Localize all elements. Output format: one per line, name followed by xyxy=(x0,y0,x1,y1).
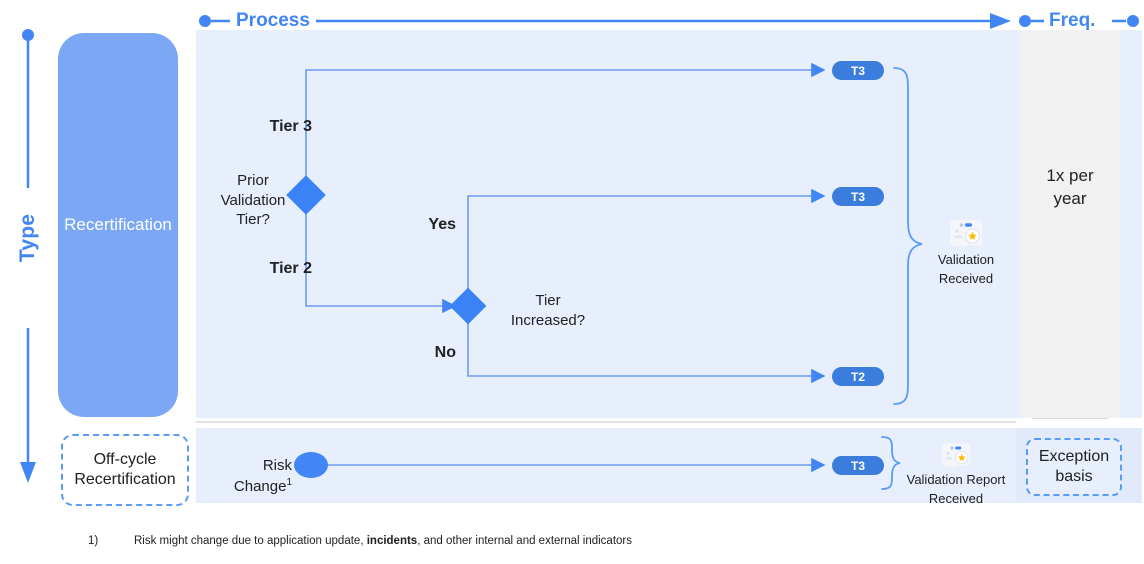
award-badge-icon xyxy=(941,443,971,469)
arrow-down-icon xyxy=(20,462,36,483)
exception-line-2: basis xyxy=(1055,468,1093,485)
branch-label-no: No xyxy=(434,344,456,361)
freq-value-offcycle[interactable]: Exception basis xyxy=(1026,438,1122,496)
type-block-offcycle-label: Off-cycle Recertification xyxy=(74,450,175,490)
dot-marker-icon xyxy=(1127,15,1139,27)
freq-value-recertification: 1x per year xyxy=(1020,165,1120,211)
freq-axis-header: Freq. xyxy=(1016,8,1142,34)
type-axis-line xyxy=(20,29,36,483)
footnote-text-before: Risk might change due to application upd… xyxy=(134,535,367,547)
type-axis: Type xyxy=(8,28,48,490)
dot-marker-icon xyxy=(22,29,34,41)
exception-line-1: Exception xyxy=(1038,448,1110,465)
offcycle-line-2: Recertification xyxy=(74,471,176,488)
svg-text:T2: T2 xyxy=(851,370,865,384)
branch-label-tier3: Tier 3 xyxy=(269,118,312,135)
pill-t3-graphic: T3 xyxy=(832,456,884,475)
footnote-text-bold: incidents xyxy=(366,535,418,547)
freq-axis-graphic xyxy=(1019,15,1139,27)
panel-divider xyxy=(196,421,1016,423)
freq-year-line-2: year xyxy=(1053,188,1087,208)
outcome-pill-tier2-unchanged[interactable]: T2 xyxy=(832,367,884,391)
endpoint-validation-received: Validation Received xyxy=(916,216,1016,288)
process-axis-header: Process xyxy=(196,8,1016,34)
risk-change-text: Risk Change xyxy=(233,457,292,495)
endpoint-validation-report-received: Validation Report Received xyxy=(898,440,1014,508)
exception-basis-label: Exception basis xyxy=(1039,447,1109,487)
endpoint-report-line-1: Validation Report xyxy=(906,472,1006,487)
branch-label-tier2: Tier 2 xyxy=(269,260,312,277)
dot-marker-icon xyxy=(199,15,211,27)
svg-text:T3: T3 xyxy=(851,459,865,473)
award-badge-icon xyxy=(950,220,982,248)
prior-line-3: Tier? xyxy=(236,211,270,228)
prior-line-2: Validation xyxy=(220,191,286,209)
decision-label-prior-validation-tier: Prior Validation Tier? xyxy=(212,171,294,230)
endpoint-validation-line-2: Received xyxy=(938,270,994,286)
freq-axis-label: Freq. xyxy=(1049,10,1096,31)
arrow-right-icon xyxy=(990,13,1011,29)
freq-divider xyxy=(1032,418,1108,419)
type-block-recertification[interactable]: Recertification xyxy=(58,33,178,417)
start-node-label: Risk Change1 xyxy=(206,456,292,496)
endpoint-report-line-2: Received xyxy=(928,490,984,506)
footnote-number: 1) xyxy=(88,535,99,547)
type-block-recertification-label: Recertification xyxy=(64,214,172,234)
outcome-pill-tier3-offcycle[interactable]: T3 xyxy=(832,456,884,480)
outcome-pill-tier3-direct[interactable]: T3 xyxy=(832,61,884,85)
pill-t3-graphic: T3 xyxy=(832,61,884,80)
process-axis-label: Process xyxy=(236,10,310,31)
tier-inc-line-2: Increased? xyxy=(510,311,586,329)
footnote: 1) Risk might change due to application u… xyxy=(88,535,988,547)
branch-label-yes: Yes xyxy=(428,216,456,233)
process-panel-recertification xyxy=(196,30,1016,418)
svg-text:T3: T3 xyxy=(851,64,865,78)
pill-t3-graphic: T3 xyxy=(832,187,884,206)
pill-t2-graphic: T2 xyxy=(832,367,884,386)
freq-year-line-1: 1x per xyxy=(1046,166,1094,185)
offcycle-line-1: Off-cycle xyxy=(93,451,157,468)
dot-marker-icon xyxy=(1019,15,1031,27)
footnote-text-after: , and other internal and external indica… xyxy=(417,535,633,547)
risk-change-footnote-marker: 1 xyxy=(286,476,292,488)
endpoint-validation-line-1: Validation xyxy=(937,252,995,267)
type-block-offcycle-recertification[interactable]: Off-cycle Recertification xyxy=(61,434,189,506)
prior-line-1: Prior xyxy=(237,172,269,189)
type-axis-label: Type xyxy=(16,213,39,263)
svg-text:T3: T3 xyxy=(851,190,865,204)
freq-gray-block xyxy=(1020,30,1120,418)
tier-inc-line-1: Tier xyxy=(535,292,561,309)
process-axis-graphic xyxy=(199,13,1011,29)
outcome-pill-tier3-increased[interactable]: T3 xyxy=(832,187,884,211)
process-panel-offcycle xyxy=(196,428,1016,503)
decision-label-tier-increased: Tier Increased? xyxy=(483,291,613,330)
